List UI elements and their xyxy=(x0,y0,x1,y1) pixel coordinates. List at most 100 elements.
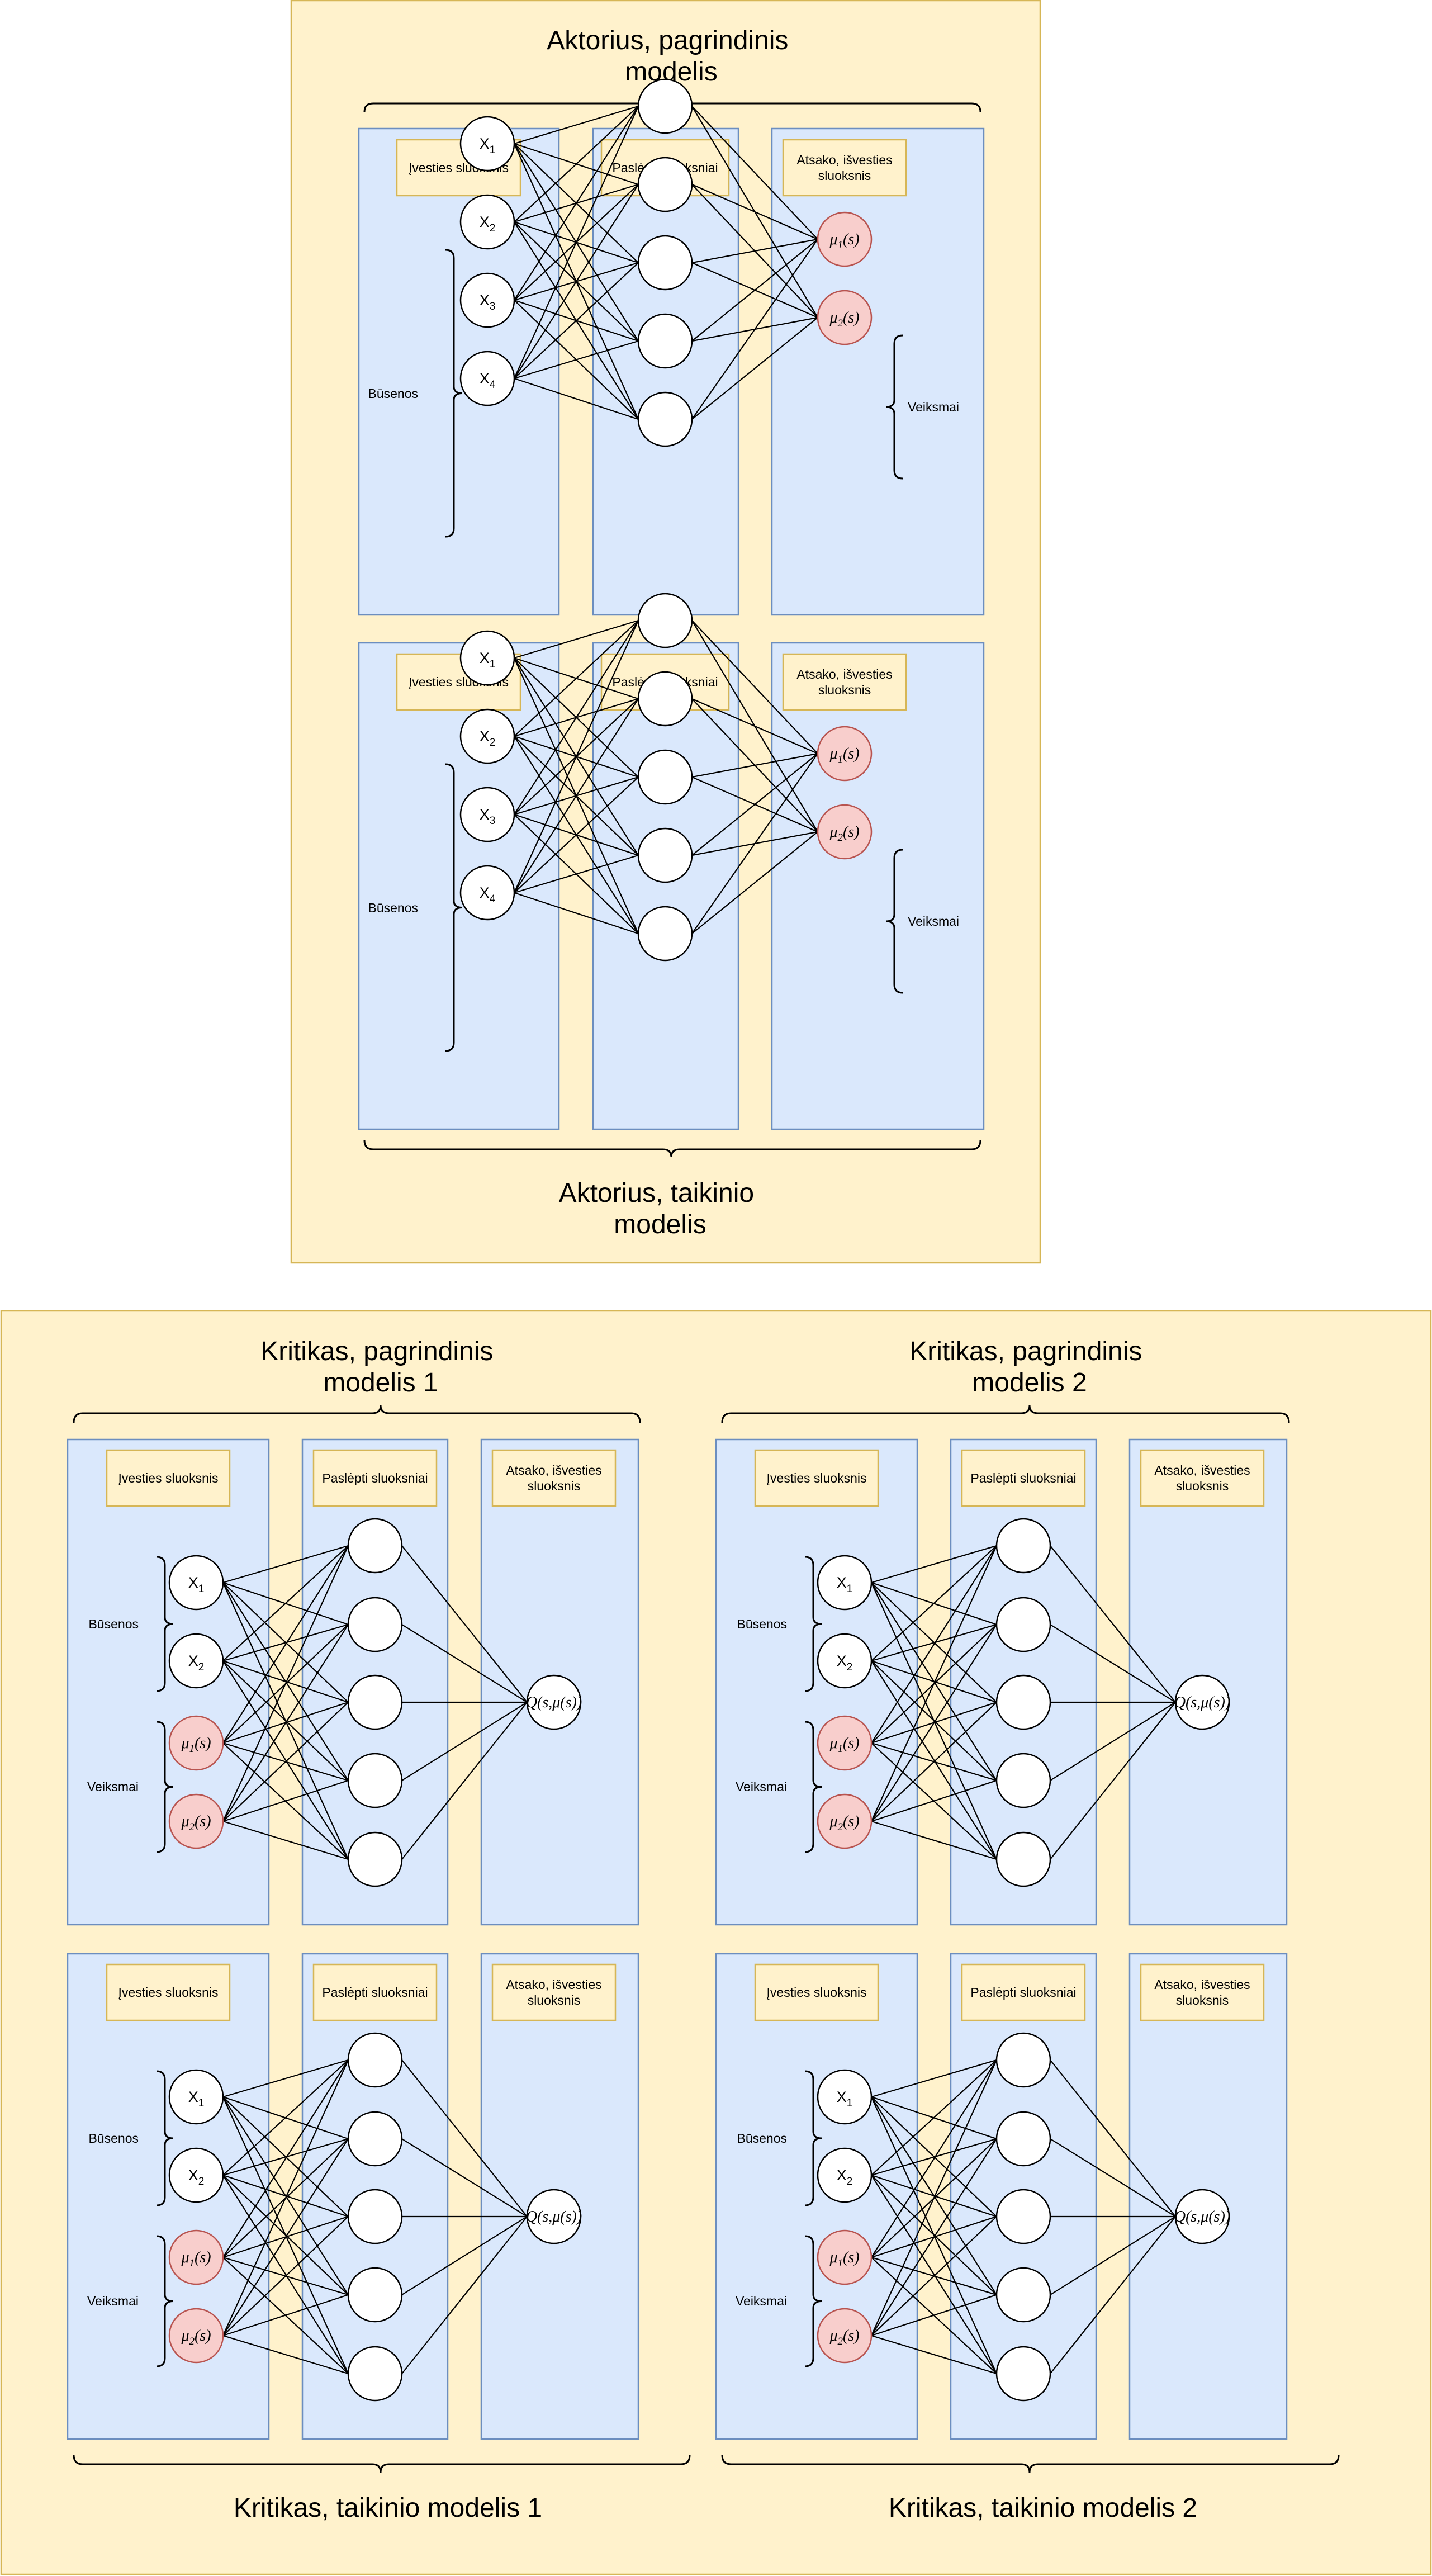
actor-target-title: Aktorius, taikinio modelis xyxy=(559,1178,762,1239)
input-layer-label: Įvesties sluoksnis xyxy=(118,1985,219,2000)
input-layer-panel xyxy=(67,1953,270,2440)
input-node-label: X1 xyxy=(480,650,496,670)
actor-target-title-line2: modelis xyxy=(614,1210,706,1239)
input-layer-label: Įvesties sluoksnis xyxy=(767,1985,867,2000)
hidden-node-2 xyxy=(995,2111,1051,2167)
connection-line xyxy=(222,2294,349,2337)
connection-line xyxy=(222,1702,349,1822)
input-node-mu1 xyxy=(817,2229,873,2285)
actions-label: Veiksmai xyxy=(736,2294,787,2308)
connection-line xyxy=(513,106,639,379)
input-node-label: μ2(s) xyxy=(181,2327,211,2347)
connection-line xyxy=(401,2059,528,2217)
output-layer-label-line2: sluoksnis xyxy=(1176,1993,1229,2007)
hidden-node-1 xyxy=(347,2032,403,2088)
output-layer-label-box xyxy=(491,1963,617,2021)
connection-line xyxy=(514,698,639,893)
input-node-label: X4 xyxy=(480,884,496,905)
hidden-node-4 xyxy=(637,827,693,883)
connection-line xyxy=(514,340,639,380)
connection-line xyxy=(222,2059,349,2258)
input-node-x1 xyxy=(168,1555,224,1611)
connection-line xyxy=(401,1624,528,1703)
connections xyxy=(222,1545,528,1860)
connection-line xyxy=(871,1820,997,1860)
output-layer-label-line1: Atsako, išvesties xyxy=(506,1463,601,1478)
connection-line xyxy=(1050,1702,1176,1781)
hidden-layer-label-box xyxy=(961,1963,1086,2021)
input-node-x2 xyxy=(817,2147,873,2203)
hidden-node-3 xyxy=(995,2189,1051,2244)
actions-label: Veiksmai xyxy=(87,1779,139,1794)
connection-line xyxy=(222,2174,349,2218)
connection-line xyxy=(514,106,639,222)
connection-line xyxy=(514,619,639,659)
input-layer-panel xyxy=(67,1438,270,1926)
output-node-q xyxy=(1174,1674,1230,1730)
input-node-label: μ2(s) xyxy=(181,1813,211,1833)
output-layer-label-line1: Atsako, išvesties xyxy=(1154,1977,1250,1992)
critic-main2-title-line1: Kritikas, pagrindinis xyxy=(909,1337,1142,1366)
input-layer-panel xyxy=(715,1438,918,1926)
actor-target-title-line1: Aktorius, taikinio xyxy=(559,1178,754,1208)
hidden-node-4 xyxy=(995,1753,1051,1808)
actions-label: Veiksmai xyxy=(908,400,959,414)
connection-line xyxy=(691,106,818,240)
connection-line xyxy=(871,2175,997,2295)
hidden-node-4 xyxy=(347,2267,403,2323)
connection-line xyxy=(871,1624,997,1822)
states-label: Būsenos xyxy=(368,901,418,915)
output-layer-label-line1: Atsako, išvesties xyxy=(796,667,892,681)
input-node-x3 xyxy=(459,787,515,842)
connections xyxy=(222,2059,528,2375)
connection-line xyxy=(514,776,639,893)
input-node-label: X1 xyxy=(837,2089,853,2109)
output-layer-label-line1: Atsako, išvesties xyxy=(796,153,892,167)
connection-line xyxy=(514,620,639,815)
output-node-label: μ2(s) xyxy=(829,309,859,329)
critic-main1-title: Kritikas, pagrindinis modelis 1 xyxy=(260,1337,501,1398)
output-layer-label-box xyxy=(782,139,907,197)
input-layer-panel xyxy=(715,1953,918,2440)
hidden-node-2 xyxy=(637,671,693,727)
connections xyxy=(870,1545,1176,1860)
connection-line xyxy=(691,239,818,342)
input-layer-label: Įvesties sluoksnis xyxy=(767,1471,867,1485)
input-node-label: X1 xyxy=(188,2089,205,2109)
input-node-mu2 xyxy=(817,1793,873,1849)
input-node-label: μ1(s) xyxy=(829,1735,859,1755)
connection-line xyxy=(401,2216,528,2374)
connection-line xyxy=(1050,2216,1176,2374)
input-node-x1 xyxy=(459,116,515,172)
connection-line xyxy=(222,1545,349,1744)
input-layer-label-box xyxy=(754,1963,879,2021)
output-layer-label-line1: Atsako, išvesties xyxy=(506,1977,601,1992)
output-layer-panel xyxy=(771,127,985,616)
connection-line xyxy=(222,2059,349,2098)
connection-line xyxy=(871,2174,997,2218)
input-node-label: X2 xyxy=(480,728,496,749)
hidden-node-5 xyxy=(995,1831,1051,1887)
hidden-node-2 xyxy=(637,157,693,212)
critic-main2-brace xyxy=(721,1405,1290,1423)
connection-line xyxy=(871,2138,997,2336)
connection-line xyxy=(222,2138,349,2176)
connection-line xyxy=(514,106,639,301)
actions-brace xyxy=(156,2235,174,2367)
output-node-q xyxy=(1174,2189,1230,2244)
connections xyxy=(870,2059,1176,2375)
output-layer-label-box xyxy=(782,653,907,711)
connection-line xyxy=(222,1624,349,1822)
connection-line xyxy=(691,753,818,934)
connection-line xyxy=(691,183,818,240)
hidden-layer-label: Paslėpti sluoksniai xyxy=(322,1985,428,2000)
input-node-label: μ2(s) xyxy=(829,1813,859,1833)
states-brace xyxy=(445,249,463,538)
hidden-node-4 xyxy=(347,1753,403,1808)
hidden-node-3 xyxy=(347,2189,403,2244)
connection-line xyxy=(871,2175,997,2374)
input-node-mu1 xyxy=(817,1715,873,1771)
input-layer-label-box xyxy=(106,1449,231,1507)
